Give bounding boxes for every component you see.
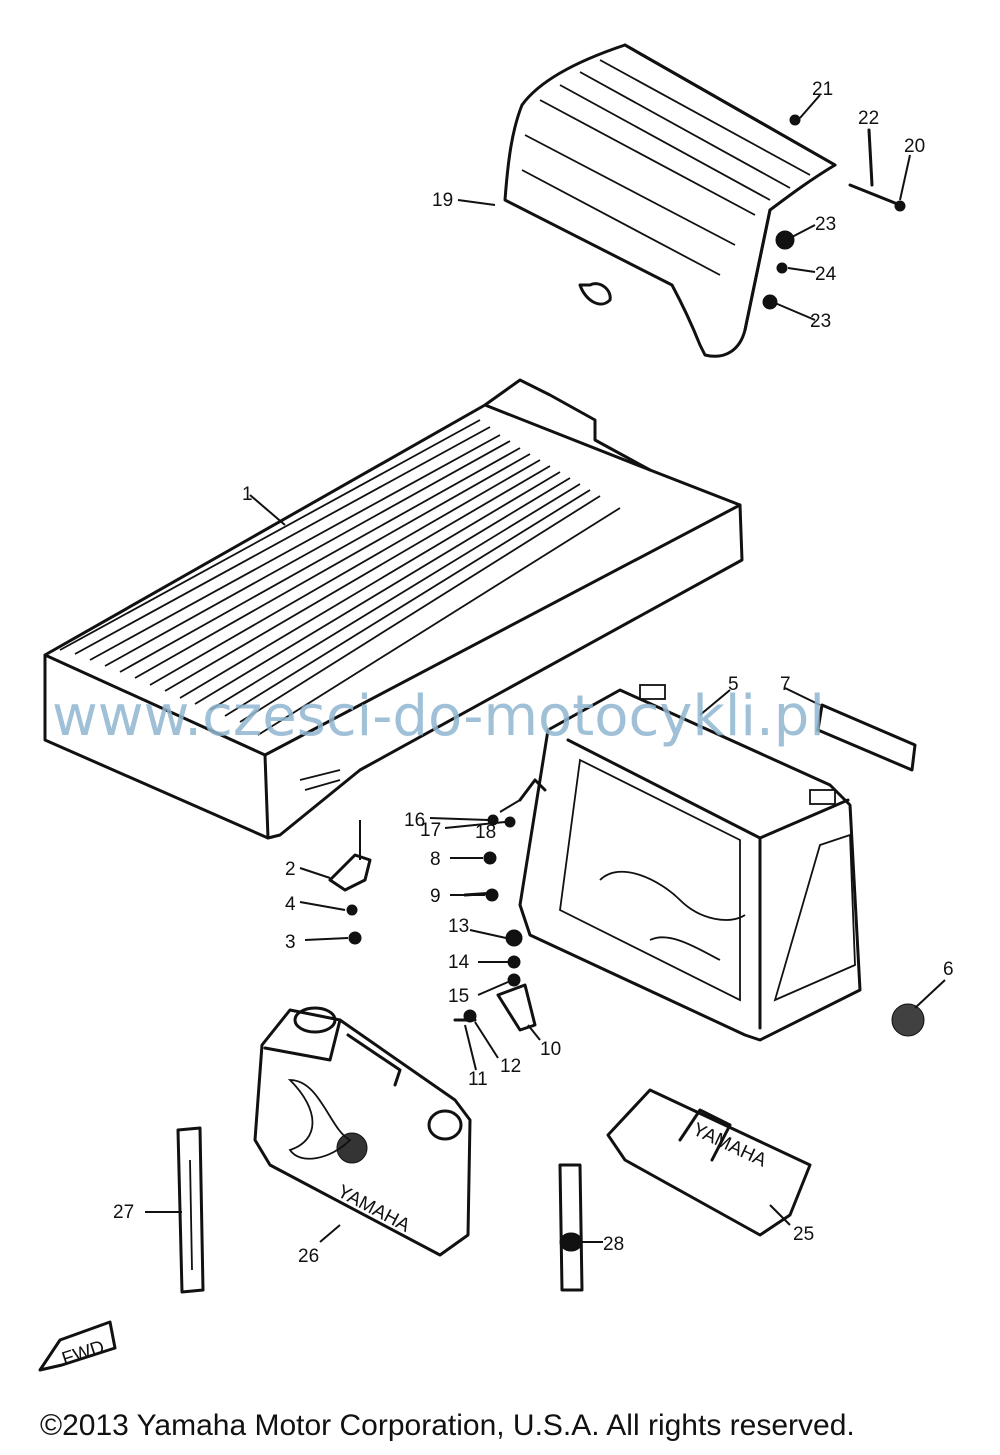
callout-19: 19 xyxy=(432,190,453,211)
callout-27: 27 xyxy=(113,1202,134,1223)
box-hardware xyxy=(453,778,547,1032)
fwd-arrow: FWD xyxy=(38,1320,117,1372)
callout-1: 1 xyxy=(242,484,253,505)
callout-14: 14 xyxy=(448,952,470,973)
fuel-can: YAMAHA xyxy=(253,1006,472,1257)
storage-box xyxy=(518,684,862,1042)
callout-17: 17 xyxy=(420,820,441,841)
callout-12: 12 xyxy=(500,1056,521,1077)
callout-16: 16 xyxy=(404,810,425,831)
seat-bracket-hardware xyxy=(328,820,372,945)
tool-pouch: YAMAHA xyxy=(606,1088,812,1237)
callout-25: 25 xyxy=(793,1224,814,1245)
callout-11: 11 xyxy=(468,1069,488,1090)
callout-24: 24 xyxy=(815,264,837,285)
callout-4: 4 xyxy=(285,894,296,915)
can-brand-mark: YAMAHA xyxy=(334,1181,414,1237)
callout-23-lower: 23 xyxy=(810,311,831,332)
callout-2: 2 xyxy=(285,859,296,880)
round-cap xyxy=(891,1003,925,1037)
callout-20: 20 xyxy=(904,136,925,157)
strap-28 xyxy=(558,1163,584,1292)
callout-26: 26 xyxy=(298,1246,319,1267)
backrest-hardware xyxy=(762,114,906,310)
strap-27 xyxy=(176,1126,205,1294)
callout-9: 9 xyxy=(430,886,441,907)
callout-3: 3 xyxy=(285,932,296,953)
fwd-label: FWD xyxy=(59,1337,107,1370)
callout-13: 13 xyxy=(448,916,469,937)
callout-10: 10 xyxy=(540,1039,561,1060)
callout-21: 21 xyxy=(812,79,833,100)
callout-7: 7 xyxy=(780,674,791,695)
callout-22: 22 xyxy=(858,108,879,129)
copyright-notice: ©2013 Yamaha Motor Corporation, U.S.A. A… xyxy=(40,1409,855,1442)
backrest-cushion xyxy=(503,43,837,358)
callout-15: 15 xyxy=(448,986,469,1007)
main-seat xyxy=(43,378,744,840)
callout-18: 18 xyxy=(475,822,496,843)
callout-28: 28 xyxy=(603,1234,624,1255)
callout-5: 5 xyxy=(728,674,739,695)
leader-lines xyxy=(145,94,946,1243)
callout-8: 8 xyxy=(430,849,441,870)
callout-labels: 1 2 3 4 5 6 7 8 9 10 11 12 13 14 15 16 1… xyxy=(113,79,954,1267)
callout-23-upper: 23 xyxy=(815,214,836,235)
reflector-strip xyxy=(816,703,917,772)
callout-6: 6 xyxy=(943,959,954,980)
